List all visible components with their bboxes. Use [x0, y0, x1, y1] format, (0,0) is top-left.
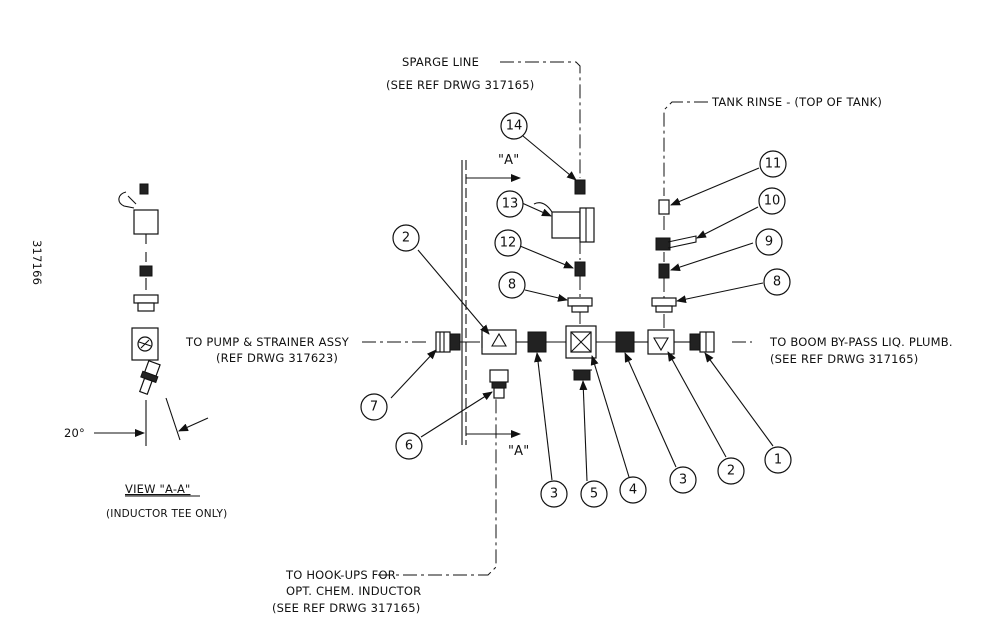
part-6-fitting — [489, 369, 509, 399]
callout-1: 1 — [764, 446, 792, 474]
part-11-nozzle — [658, 199, 670, 215]
callout-circle — [498, 271, 526, 299]
part-10-ball-valve — [655, 235, 697, 251]
callout-number: 4 — [629, 483, 637, 498]
callout-12: 12 — [494, 229, 522, 257]
hookups-label-2: OPT. CHEM. INDUCTOR — [286, 584, 421, 598]
pump-strainer-label: TO PUMP & STRAINER ASSY — [185, 335, 350, 349]
callout-number: 6 — [405, 439, 413, 454]
callout-number: 3 — [679, 473, 687, 488]
part-13-valve — [533, 202, 595, 243]
callout-circle — [494, 229, 522, 257]
part-4-cross — [565, 325, 597, 359]
callout-3: 3 — [540, 480, 568, 508]
callout-circle — [619, 476, 647, 504]
callout-8: 8 — [763, 268, 791, 296]
callout-3: 3 — [669, 466, 697, 494]
callout-circle — [763, 268, 791, 296]
callout-circle — [500, 112, 528, 140]
callout-5: 5 — [580, 480, 608, 508]
callout-6: 6 — [395, 432, 423, 460]
view-a-a-assembly — [94, 183, 209, 446]
part-5-plug — [572, 369, 592, 381]
part-2-tee-right — [647, 329, 675, 355]
callout-11: 11 — [759, 150, 787, 178]
callout-circle — [764, 446, 792, 474]
hookups-leader — [378, 398, 497, 576]
callout-number: 11 — [765, 157, 782, 172]
callout-7: 7 — [360, 393, 388, 421]
callout-number: 3 — [550, 487, 558, 502]
hookups-label-1: TO HOOK-UPS FOR — [285, 568, 396, 582]
drawing-number: 317166 — [30, 240, 44, 285]
sparge-leader — [500, 61, 581, 178]
callout-number: 13 — [502, 197, 519, 212]
callout-14: 14 — [500, 112, 528, 140]
part-3-nipple-right — [615, 331, 635, 353]
callout-number: 8 — [508, 278, 516, 293]
callout-9: 9 — [755, 228, 783, 256]
callout-circle — [758, 187, 786, 215]
part-3-nipple-left — [527, 331, 547, 353]
callout-number: 5 — [590, 487, 598, 502]
boom-ref-label: (SEE REF DRWG 317165) — [770, 352, 918, 366]
section-a-top: "A" — [498, 153, 519, 168]
part-7-adapter — [435, 331, 461, 353]
callout-2: 2 — [717, 457, 745, 485]
sparge-ref-label: (SEE REF DRWG 317165) — [386, 78, 534, 92]
callout-number: 1 — [774, 453, 782, 468]
hookups-ref-label: (SEE REF DRWG 317165) — [272, 601, 420, 615]
tank-rinse-leader — [663, 101, 708, 196]
callout-number: 7 — [370, 400, 378, 415]
part-14-fitting — [574, 179, 586, 195]
part-8-bushing-center — [567, 297, 593, 313]
part-9-nipple — [658, 263, 670, 279]
callout-2: 2 — [392, 224, 420, 252]
callout-number: 14 — [506, 119, 523, 134]
part-12-nipple — [574, 261, 586, 277]
callout-8: 8 — [498, 271, 526, 299]
callout-bubbles: 14 13 12 8 2 11 10 9 8 7 6 3 5 4 3 2 1 — [360, 112, 792, 508]
part-2-tee-left — [481, 329, 517, 355]
sparge-line-label: SPARGE LINE — [402, 55, 479, 69]
callout-circle — [717, 457, 745, 485]
callout-number: 12 — [500, 236, 517, 251]
callout-circle — [496, 190, 524, 218]
callout-circle — [759, 150, 787, 178]
callout-number: 2 — [727, 464, 735, 479]
callout-circle — [540, 480, 568, 508]
callout-circle — [755, 228, 783, 256]
view-title: VIEW "A-A" — [125, 482, 191, 496]
part-1-adapter — [689, 331, 715, 353]
callout-10: 10 — [758, 187, 786, 215]
callout-circle — [669, 466, 697, 494]
callout-circle — [392, 224, 420, 252]
view-note: (INDUCTOR TEE ONLY) — [106, 508, 227, 520]
callout-circle — [395, 432, 423, 460]
callout-number: 10 — [764, 194, 781, 209]
callout-circle — [580, 480, 608, 508]
callout-4: 4 — [619, 476, 647, 504]
callout-number: 8 — [773, 275, 781, 290]
callout-number: 2 — [402, 231, 410, 246]
section-a-bottom: "A" — [508, 444, 529, 459]
pump-ref-label: (REF DRWG 317623) — [216, 351, 338, 365]
tank-rinse-label: TANK RINSE - (TOP OF TANK) — [711, 95, 882, 109]
callout-leaders — [390, 135, 774, 482]
callout-13: 13 — [496, 190, 524, 218]
callout-circle — [360, 393, 388, 421]
boom-bypass-label: TO BOOM BY-PASS LIQ. PLUMB. — [769, 335, 953, 349]
part-8-bushing-right — [651, 297, 677, 313]
callout-number: 9 — [765, 235, 773, 250]
angle-label: 20° — [64, 426, 85, 440]
